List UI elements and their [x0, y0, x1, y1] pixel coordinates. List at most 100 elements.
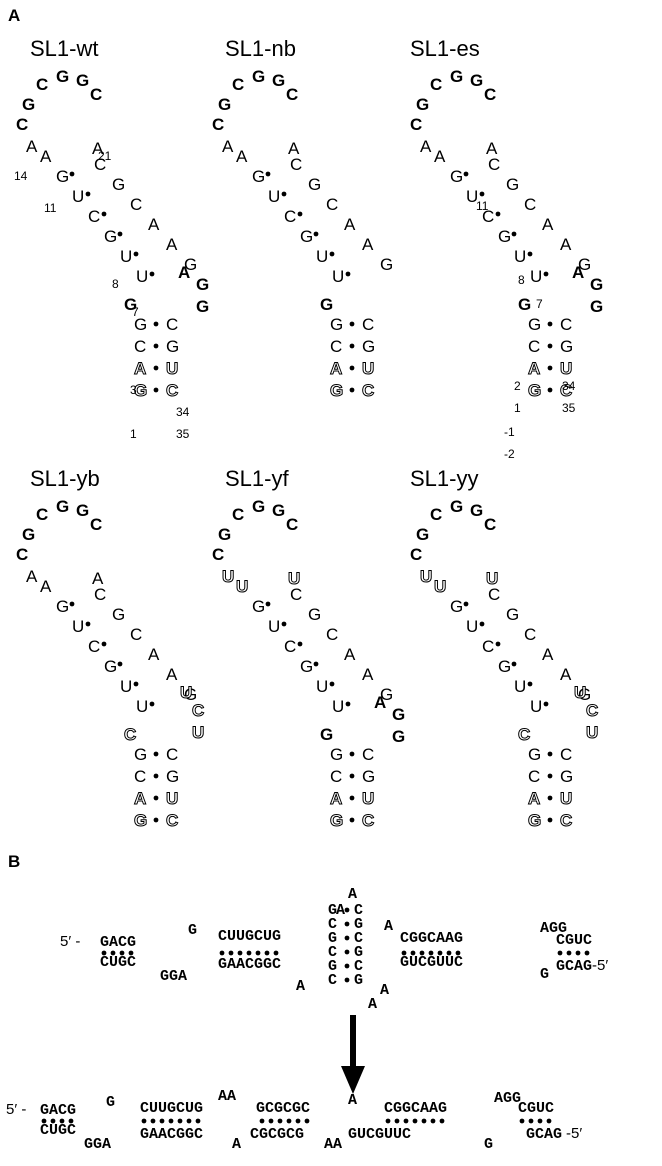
base-pair-dot	[281, 621, 287, 627]
position-number: 34	[562, 379, 576, 393]
duplex-top-segment: CUUGCUG	[140, 1100, 203, 1117]
duplex-top-segment: AGG	[540, 920, 567, 937]
position-number: 14	[14, 169, 28, 183]
stem-nucleotide: G	[498, 657, 511, 676]
junction-nucleotide: G	[354, 972, 363, 989]
title-sl1-yy: SL1-yy	[410, 466, 479, 491]
stem-nucleotide: U	[166, 789, 178, 808]
title-sl1-nb: SL1-nb	[225, 36, 296, 61]
pairing-dot	[566, 950, 572, 956]
stem-nucleotide: G	[320, 295, 333, 314]
bulge-nucleotide: G	[196, 297, 209, 316]
base-pair-dot	[297, 211, 303, 217]
stem-nucleotide: U	[120, 247, 132, 266]
stem-nucleotide: G	[134, 381, 147, 400]
duplex-top-segment: AGG	[494, 1090, 521, 1107]
base-pair-dot	[297, 641, 303, 647]
loop-nucleotide: C	[212, 545, 224, 564]
pairing-dot	[537, 1118, 543, 1124]
stem-nucleotide: C	[166, 315, 178, 334]
stem-nucleotide: U	[72, 617, 84, 636]
bulge-nucleotide: U	[180, 683, 192, 702]
base-pair-dot	[133, 681, 139, 687]
junction-nucleotide: A	[296, 978, 305, 995]
stem-nucleotide: G	[362, 337, 375, 356]
bulge-nucleotide: A	[374, 693, 386, 712]
stem-nucleotide: C	[166, 811, 178, 830]
loop-nucleotide: C	[286, 515, 298, 534]
stem-nucleotide: G	[308, 605, 321, 624]
stem-nucleotide: U	[514, 677, 526, 696]
loop-nucleotide: G	[22, 95, 35, 114]
stem-nucleotide: U	[514, 247, 526, 266]
loop-nucleotide: G	[416, 95, 429, 114]
stem-nucleotide: G	[578, 255, 591, 274]
pairing-dot	[119, 950, 125, 956]
pairing-dot	[177, 1118, 183, 1124]
pairing-dot	[259, 1118, 265, 1124]
pairing-dot	[59, 1118, 65, 1124]
stem-nucleotide: C	[518, 725, 530, 744]
base-pair-dot	[117, 661, 123, 667]
pairing-dot	[277, 1118, 283, 1124]
loop-nucleotide: G	[22, 525, 35, 544]
junction-nucleotide: G	[354, 944, 363, 961]
stem-nucleotide: U	[362, 789, 374, 808]
base-pair-dot	[463, 171, 469, 177]
stem-nucleotide: G	[528, 811, 541, 830]
base-pair-dot	[547, 773, 553, 779]
loop-nucleotide: G	[56, 67, 69, 86]
stem-nucleotide: G	[252, 167, 265, 186]
bulge-nucleotide: A	[572, 263, 584, 282]
stem-nucleotide: G	[56, 597, 69, 616]
stem-nucleotide: A	[330, 359, 342, 378]
stem-nucleotide: C	[362, 381, 374, 400]
duplex-bottom-segment: GCAG	[526, 1126, 562, 1143]
stem-nucleotide: G	[560, 767, 573, 786]
stem-nucleotide: G	[380, 255, 393, 274]
stem-nucleotide: G	[330, 745, 343, 764]
position-number: 7	[536, 297, 543, 311]
stem-nucleotide: G	[104, 227, 117, 246]
position-number: 35	[176, 427, 190, 441]
pairing-dot	[546, 1118, 552, 1124]
stem-nucleotide: U	[316, 247, 328, 266]
base-pair-dot	[329, 251, 335, 257]
duplex-bottom-segment: GAACGGC	[140, 1126, 203, 1143]
five-prime-label: 5′ -	[60, 933, 80, 950]
stem-nucleotide: G	[528, 381, 541, 400]
stem-nucleotide: A	[344, 215, 356, 234]
stem-nucleotide: G	[528, 315, 541, 334]
base-pair-dot	[527, 681, 533, 687]
loop-nucleotide: C	[410, 545, 422, 564]
stem-nucleotide: G	[330, 381, 343, 400]
base-pair-dot	[101, 211, 107, 217]
stem-nucleotide: G	[330, 315, 343, 334]
duplex-bottom-segment: CGCGCG	[250, 1126, 304, 1143]
base-pair-dot	[153, 387, 159, 393]
position-number: -1	[504, 425, 515, 439]
base-pair-dot	[495, 211, 501, 217]
pairing-dot	[439, 1118, 445, 1124]
stem-nucleotide: G	[450, 597, 463, 616]
stem-nucleotide: G	[506, 175, 519, 194]
bulge-nucleotide: C	[192, 701, 204, 720]
pairing-dot	[168, 1118, 174, 1124]
stem-nucleotide: A	[92, 139, 104, 158]
base-pair-dot	[349, 773, 355, 779]
duplex-bottom-segment: AA	[324, 1136, 342, 1153]
stem-nucleotide: C	[560, 381, 572, 400]
position-number: -2	[504, 447, 515, 461]
position-number: 21	[98, 149, 112, 163]
duplex-bottom-segment: GGA	[160, 968, 187, 985]
position-number: 35	[562, 401, 576, 415]
position-number: 11	[476, 199, 489, 213]
base-pair-dot	[345, 271, 351, 277]
stem-nucleotide: U	[136, 267, 148, 286]
stem-nucleotide: C	[362, 315, 374, 334]
stem-nucleotide: G	[498, 227, 511, 246]
pairing-dot	[110, 950, 116, 956]
stem-nucleotide: G	[134, 745, 147, 764]
stem-nucleotide: A	[148, 645, 160, 664]
